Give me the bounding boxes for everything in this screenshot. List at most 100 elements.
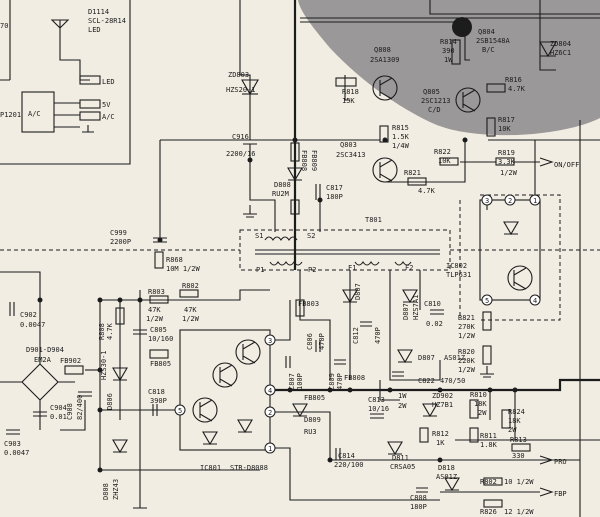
fb808: FB808 FB809	[290, 142, 318, 215]
svg-text:FBP: FBP	[554, 490, 567, 498]
r802: R802 47K 1/2W	[179, 282, 200, 323]
svg-text:C822: C822	[418, 377, 435, 385]
d809: D809 RU3 FB805	[292, 394, 325, 436]
svg-text:0.01: 0.01	[50, 413, 67, 421]
svg-text:R811: R811	[480, 432, 497, 440]
svg-text:R802: R802	[480, 478, 497, 486]
svg-text:Q804: Q804	[478, 28, 495, 36]
q808: Q808 2SA1309	[344, 46, 400, 101]
ground-symbols	[133, 205, 494, 509]
svg-text:2SC3413: 2SC3413	[336, 151, 366, 159]
svg-text:AS01Z: AS01Z	[436, 473, 457, 481]
fb808-low: FB808	[344, 374, 365, 382]
svg-text:4.7K: 4.7K	[418, 187, 436, 195]
svg-text:LED: LED	[88, 26, 101, 34]
c807: C807 100P	[285, 356, 304, 390]
svg-text:D807: D807	[402, 303, 410, 320]
svg-text:C903: C903	[4, 440, 21, 448]
svg-text:HZ7B1: HZ7B1	[432, 401, 453, 409]
fb803: FB803	[295, 299, 319, 317]
c812: C812 470P	[352, 321, 382, 344]
zd804: ZD804 HZ6C1	[539, 40, 571, 58]
svg-text:P1201: P1201	[0, 111, 21, 119]
c904: C904 0.01	[33, 404, 67, 421]
svg-text:FB902: FB902	[60, 357, 81, 365]
q804: Q804 2SB1548A B/C R814 390 1W	[440, 17, 511, 65]
r820: R820 220K 1/2W	[458, 345, 492, 374]
r802b: R802 10 1/2W	[480, 477, 534, 486]
svg-text:R812: R812	[432, 430, 449, 438]
svg-text:1K: 1K	[436, 439, 445, 447]
svg-text:330: 330	[512, 452, 525, 460]
svg-text:2200P: 2200P	[110, 238, 131, 246]
svg-text:D806: D806	[106, 393, 114, 410]
r813: R813 330	[510, 436, 531, 460]
zd803: ZD803 HZS20-1	[226, 71, 259, 96]
svg-text:C908: C908	[66, 403, 74, 420]
svg-text:FB808: FB808	[300, 150, 308, 171]
svg-text:390P: 390P	[150, 397, 167, 405]
svg-text:1/2W: 1/2W	[146, 315, 164, 323]
svg-text:3: 3	[268, 337, 272, 345]
svg-text:1.5K: 1.5K	[392, 133, 410, 141]
svg-text:C/D: C/D	[428, 106, 441, 114]
svg-text:1/2W: 1/2W	[500, 169, 518, 177]
c810: C810 0.02	[424, 300, 444, 328]
svg-text:0.02: 0.02	[426, 320, 443, 328]
svg-text:5V: 5V	[102, 101, 111, 109]
svg-text:F2: F2	[405, 264, 413, 272]
svg-text:C808: C808	[410, 494, 427, 502]
svg-text:4: 4	[533, 297, 537, 305]
svg-text:18K: 18K	[474, 400, 487, 408]
svg-text:10K: 10K	[498, 125, 511, 133]
svg-text:HZ6C1: HZ6C1	[550, 49, 571, 57]
svg-text:D811: D811	[392, 454, 409, 462]
power-rail	[275, 270, 600, 501]
svg-text:C806: C806	[306, 333, 314, 350]
svg-text:S1: S1	[255, 232, 263, 240]
svg-text:R803: R803	[148, 288, 165, 296]
svg-text:C904: C904	[50, 404, 67, 412]
svg-text:100P: 100P	[296, 373, 304, 390]
svg-text:ZD902: ZD902	[432, 392, 453, 400]
r818: R818 15K	[335, 77, 359, 105]
svg-text:F1: F1	[348, 264, 356, 272]
svg-text:10 1/2W: 10 1/2W	[504, 478, 534, 486]
svg-text:P1: P1	[256, 266, 264, 274]
svg-text:C807: C807	[288, 373, 296, 390]
svg-text:5: 5	[178, 407, 182, 415]
mid-wiring	[159, 120, 600, 517]
svg-text:Q803: Q803	[340, 141, 357, 149]
svg-text:1/2W: 1/2W	[458, 366, 476, 374]
r815: R815 1.5K 1/4W	[379, 124, 410, 150]
svg-text:2W: 2W	[478, 409, 487, 417]
svg-text:3: 3	[485, 197, 489, 205]
svg-text:D808: D808	[102, 483, 110, 500]
svg-text:R813: R813	[510, 436, 527, 444]
t801: T801 S1 S2 P1 P2 F1 F2	[239, 216, 451, 274]
svg-text:R810: R810	[470, 391, 487, 399]
svg-text:2: 2	[268, 409, 272, 417]
svg-text:1.8K: 1.8K	[480, 441, 498, 449]
c813: C813 10/16	[368, 396, 389, 419]
svg-text:ON/OFF: ON/OFF	[554, 161, 579, 169]
fb902: FB902	[60, 357, 84, 375]
svg-text:220K: 220K	[458, 357, 476, 365]
c809: C809 470P	[328, 359, 346, 390]
pro-terminal: PRO	[480, 455, 567, 466]
d818-left: D808 ZHZ43	[102, 439, 128, 500]
r819: R819 3.3K 1/2W	[495, 149, 518, 177]
svg-text:0.0047: 0.0047	[20, 321, 45, 329]
svg-text:Q805: Q805	[423, 88, 440, 96]
ic801: 5 3 4 2 1 IC801 STR-D8088	[174, 329, 276, 472]
page-shadow	[298, 0, 600, 136]
svg-text:2200/16: 2200/16	[226, 150, 256, 158]
left-bus	[0, 271, 270, 500]
r826: R826 12 1/2W	[480, 499, 534, 516]
svg-text:R819: R819	[498, 149, 515, 157]
d807: D807	[342, 283, 362, 304]
junction-dots	[37, 137, 518, 473]
mark-2w: 2W	[398, 402, 407, 410]
svg-text:1: 1	[533, 197, 537, 205]
svg-text:2SA1309: 2SA1309	[370, 56, 400, 64]
